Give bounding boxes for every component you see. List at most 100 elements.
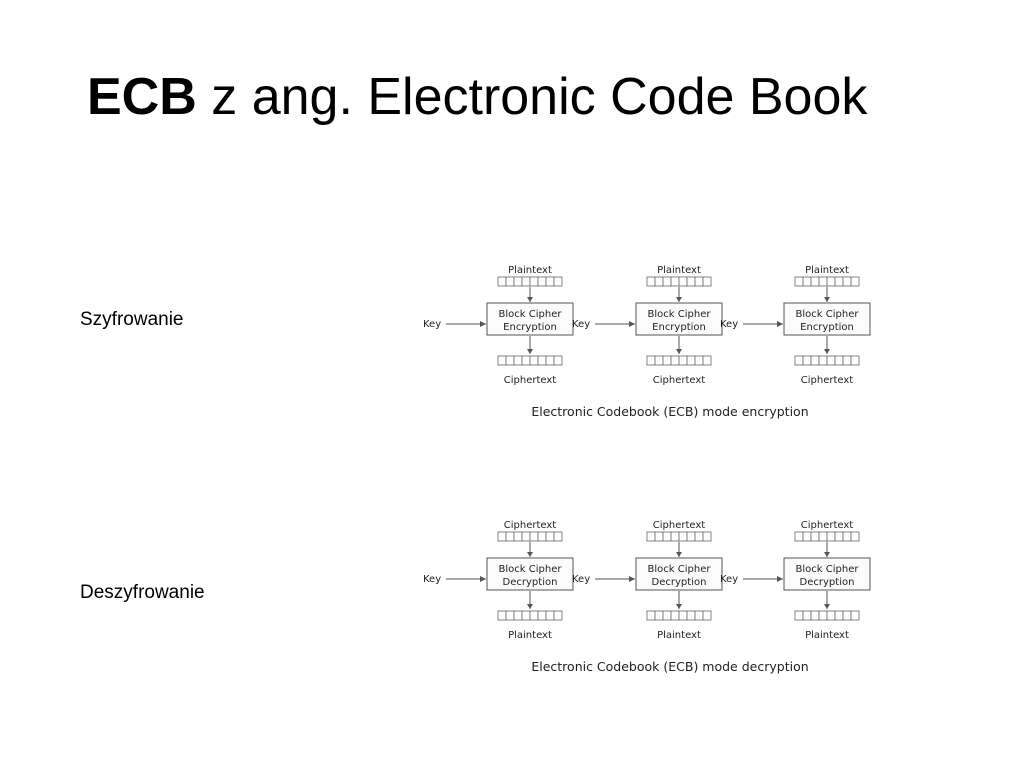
bit-cell: [646, 355, 656, 366]
bit-cell: [842, 610, 852, 621]
bit-cell: [686, 355, 696, 366]
bit-cell: [802, 276, 812, 287]
output-arrow-head: [824, 604, 830, 609]
input-block-label: Ciphertext: [504, 520, 557, 531]
bit-cell: [529, 355, 539, 366]
key-arrow-head: [480, 576, 486, 582]
bit-cell: [810, 531, 820, 542]
slide-title: ECB z ang. Electronic Code Book: [87, 66, 867, 128]
bit-cell: [654, 355, 664, 366]
bit-cell: [529, 610, 539, 621]
bit-cell: [505, 531, 515, 542]
output-block-label: Plaintext: [805, 630, 849, 641]
output-block-label: Plaintext: [657, 630, 701, 641]
bit-cell: [794, 355, 804, 366]
bit-cell: [537, 531, 547, 542]
bit-cell: [850, 610, 860, 621]
bit-cell: [686, 610, 696, 621]
bit-cell: [678, 276, 688, 287]
output-block-cells: [646, 610, 712, 621]
block-cipher-title: Block Cipher: [648, 309, 712, 320]
bit-cell: [654, 610, 664, 621]
output-block-label: Ciphertext: [801, 375, 854, 386]
bit-cell: [646, 531, 656, 542]
bit-cell: [497, 531, 507, 542]
output-block-cells: [497, 355, 563, 366]
bit-cell: [654, 531, 664, 542]
bit-cell: [553, 355, 563, 366]
bit-cell: [545, 355, 555, 366]
bit-cell: [802, 531, 812, 542]
bit-cell: [842, 355, 852, 366]
key-arrow-head: [629, 576, 635, 582]
input-block-label: Ciphertext: [653, 520, 706, 531]
key-label: Key: [720, 319, 738, 330]
bit-cell: [513, 531, 523, 542]
bit-cell: [850, 531, 860, 542]
bit-cell: [553, 276, 563, 287]
key-arrow-head: [777, 321, 783, 327]
output-arrow-head: [676, 349, 682, 354]
bit-cell: [553, 610, 563, 621]
bit-cell: [670, 355, 680, 366]
bit-cell: [662, 531, 672, 542]
bit-cell: [662, 355, 672, 366]
bit-cell: [545, 276, 555, 287]
input-arrow-head: [676, 552, 682, 557]
key-arrow-head: [777, 576, 783, 582]
bit-cell: [545, 531, 555, 542]
input-arrow-head: [527, 552, 533, 557]
output-block-cells: [794, 610, 860, 621]
output-block-label: Ciphertext: [653, 375, 706, 386]
input-arrow-head: [527, 297, 533, 302]
output-block-cells: [794, 355, 860, 366]
bit-cell: [521, 276, 531, 287]
bit-cell: [670, 276, 680, 287]
bit-cell: [694, 610, 704, 621]
bit-cell: [834, 355, 844, 366]
key-label: Key: [423, 319, 441, 330]
block-cipher-box: [486, 302, 574, 336]
bit-cell: [513, 355, 523, 366]
bit-cell: [802, 610, 812, 621]
bit-cell: [513, 610, 523, 621]
slide-title-text: z ang. Electronic Code Book: [196, 68, 868, 126]
bit-cell: [545, 610, 555, 621]
block-cipher-title: Block Cipher: [796, 309, 860, 320]
bit-cell: [646, 276, 656, 287]
bit-cell: [702, 610, 712, 621]
bit-cell: [537, 610, 547, 621]
input-block-cells: [794, 276, 860, 287]
bit-cell: [646, 610, 656, 621]
input-block-cells: [497, 531, 563, 542]
bit-cell: [497, 355, 507, 366]
block-cipher-box: [486, 557, 574, 591]
bit-cell: [678, 610, 688, 621]
bit-cell: [686, 276, 696, 287]
bit-cell: [834, 531, 844, 542]
bit-cell: [818, 276, 828, 287]
block-cipher-title: Block Cipher: [648, 564, 712, 575]
bit-cell: [826, 355, 836, 366]
bit-cell: [686, 531, 696, 542]
bit-cell: [513, 276, 523, 287]
bit-cell: [662, 610, 672, 621]
bit-cell: [826, 610, 836, 621]
output-arrow-head: [527, 349, 533, 354]
block-cipher-box: [783, 557, 871, 591]
bit-cell: [694, 276, 704, 287]
bit-cell: [694, 355, 704, 366]
block-cipher-mode: Encryption: [652, 322, 706, 333]
bit-cell: [834, 610, 844, 621]
bit-cell: [794, 531, 804, 542]
bit-cell: [505, 610, 515, 621]
output-block-label: Ciphertext: [504, 375, 557, 386]
input-arrow-head: [824, 552, 830, 557]
bit-cell: [537, 355, 547, 366]
input-arrow-head: [676, 297, 682, 302]
key-arrow-head: [629, 321, 635, 327]
bit-cell: [818, 531, 828, 542]
